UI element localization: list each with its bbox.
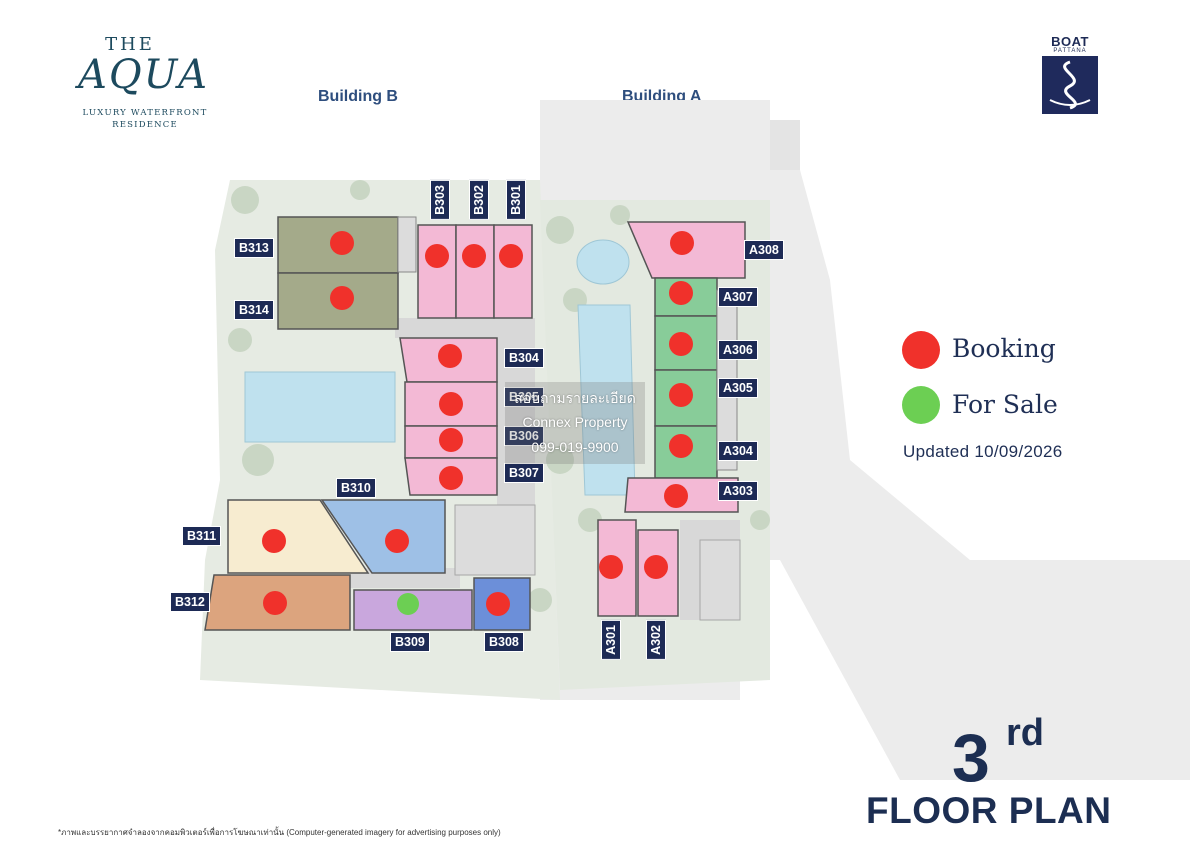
- unit-label-b302[interactable]: B302: [469, 180, 489, 220]
- status-dot-a305: [669, 383, 693, 407]
- unit-label-a307[interactable]: A307: [718, 287, 758, 307]
- status-dot-b303: [425, 244, 449, 268]
- status-dot-b307: [439, 466, 463, 490]
- unit-label-b306[interactable]: B306: [504, 426, 544, 446]
- watermark-line-3: 099-019-9900: [531, 439, 619, 455]
- unit-label-a305[interactable]: A305: [718, 378, 758, 398]
- brand-emblem-icon: [1042, 56, 1098, 114]
- unit-label-b309[interactable]: B309: [390, 632, 430, 652]
- watermark-box: [505, 382, 645, 464]
- floor-plan-title: FLOOR PLAN: [866, 790, 1112, 831]
- unit-label-b304[interactable]: B304: [504, 348, 544, 368]
- status-dot-b309: [397, 593, 419, 615]
- unit-label-a302[interactable]: A302: [646, 620, 666, 660]
- floor-number-suffix: rd: [1006, 712, 1044, 754]
- status-dot-b310: [385, 529, 409, 553]
- unit-label-b301[interactable]: B301: [506, 180, 526, 220]
- unit-label-a304[interactable]: A304: [718, 441, 758, 461]
- brand-sub: PATTANA: [1053, 48, 1087, 54]
- legend-booking-dot: [902, 331, 940, 369]
- status-dot-b313: [330, 231, 354, 255]
- unit-label-a308[interactable]: A308: [744, 240, 784, 260]
- unit-b310: [320, 499, 446, 574]
- status-dot-a303: [664, 484, 688, 508]
- status-dot-b312: [263, 591, 287, 615]
- status-dot-b314: [330, 286, 354, 310]
- status-dot-a304: [669, 434, 693, 458]
- unit-label-b308[interactable]: B308: [484, 632, 524, 652]
- road-strip: [770, 120, 800, 170]
- legend-for-sale-label: For Sale: [952, 390, 1058, 419]
- status-dot-b308: [486, 592, 510, 616]
- status-dot-b305: [439, 392, 463, 416]
- unit-label-a303[interactable]: A303: [718, 481, 758, 501]
- brand-logo: BOAT PATTANA: [1040, 34, 1100, 114]
- unit-label-b312[interactable]: B312: [170, 592, 210, 612]
- building-b-label: Building B: [318, 88, 398, 105]
- status-dot-a307: [669, 281, 693, 305]
- status-dot-a301: [599, 555, 623, 579]
- legend-booking-label: Booking: [952, 334, 1056, 363]
- pool-b: [244, 371, 396, 443]
- unit-label-b303[interactable]: B303: [430, 180, 450, 220]
- status-dot-b304: [438, 344, 462, 368]
- core-a: [699, 539, 741, 621]
- unit-label-b305[interactable]: B305: [504, 387, 544, 407]
- core-b: [454, 504, 536, 576]
- logo-the: THE: [105, 34, 155, 55]
- unit-b305: [404, 381, 498, 427]
- logo-subtitle-2: RESIDENCE: [112, 120, 178, 130]
- status-dot-b311: [262, 529, 286, 553]
- unit-b302: [455, 224, 495, 319]
- unit-b-service: [397, 216, 417, 273]
- updated-date: Updated 10/09/2026: [903, 442, 1063, 461]
- unit-label-a306[interactable]: A306: [718, 340, 758, 360]
- watermark-line-1: สอบถามรายละเอียด: [514, 390, 636, 406]
- unit-label-b313[interactable]: B313: [234, 238, 274, 258]
- unit-label-b310[interactable]: B310: [336, 478, 376, 498]
- status-dot-a306: [669, 332, 693, 356]
- unit-b303: [417, 224, 457, 319]
- footnote: *ภาพและบรรยากาศจำลองจากคอมพิวเตอร์เพื่อก…: [58, 828, 501, 837]
- unit-b311: [227, 499, 370, 574]
- jacuzzi-a: [576, 239, 630, 285]
- status-dot-a302: [644, 555, 668, 579]
- status-dot-b301: [499, 244, 523, 268]
- brand-name: BOAT: [1051, 34, 1089, 49]
- unit-label-b307[interactable]: B307: [504, 463, 544, 483]
- watermark-line-2: Connex Property: [522, 414, 628, 430]
- status-dot-a308: [670, 231, 694, 255]
- floor-number: 3: [952, 720, 990, 796]
- logo-subtitle-1: LUXURY WATERFRONT: [82, 108, 208, 118]
- unit-label-b314[interactable]: B314: [234, 300, 274, 320]
- unit-label-a301[interactable]: A301: [601, 620, 621, 660]
- logo-aqua: AQUA: [78, 52, 210, 98]
- legend-for-sale-dot: [902, 386, 940, 424]
- status-dot-b302: [462, 244, 486, 268]
- unit-label-b311[interactable]: B311: [182, 526, 222, 546]
- status-dot-b306: [439, 428, 463, 452]
- unit-b301: [493, 224, 533, 319]
